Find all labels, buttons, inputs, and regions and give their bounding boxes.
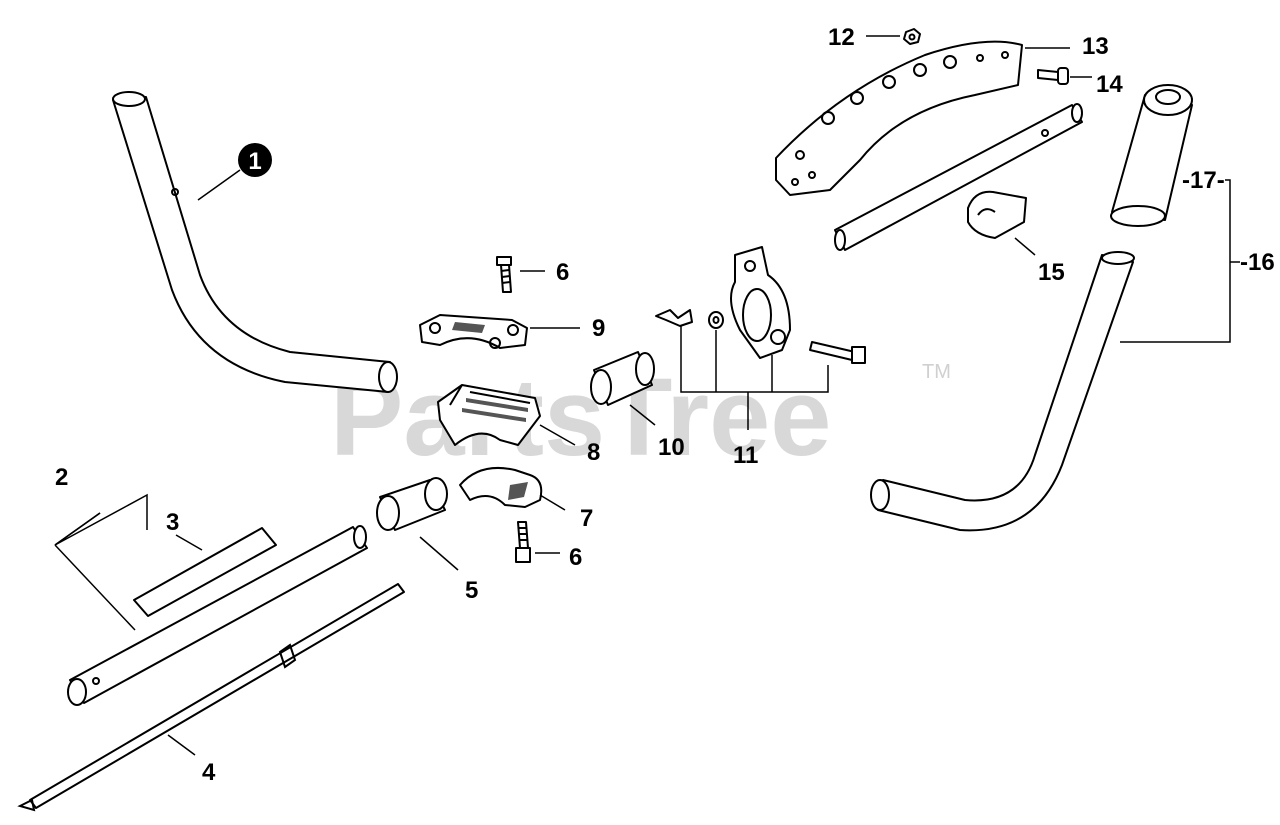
callout-1-circle — [238, 143, 272, 177]
callout-9: 9 — [592, 315, 605, 342]
part-washer[interactable] — [708, 311, 724, 329]
part-crossbar-tube[interactable] — [834, 103, 1083, 251]
part-handle-bolt[interactable] — [809, 341, 866, 364]
part-drive-shaft[interactable] — [17, 583, 405, 812]
callout-14: 14 — [1096, 71, 1123, 98]
part-clamp-cap[interactable] — [419, 314, 528, 349]
callout-16: -16 — [1240, 249, 1275, 276]
part-screw[interactable] — [1037, 67, 1069, 85]
callout-11: 11 — [733, 442, 758, 469]
part-bolt-lower[interactable] — [515, 521, 531, 563]
callout-7: 7 — [580, 505, 593, 532]
part-lower-clamp[interactable] — [459, 466, 543, 508]
part-clip[interactable] — [967, 190, 1027, 239]
part-label-decal[interactable] — [133, 527, 277, 617]
callout-4: 4 — [202, 759, 216, 786]
callout-labels: 1 2 3 4 5 6 6 7 8 9 10 11 12 13 14 15 -1… — [55, 24, 1275, 786]
part-shaft-tube[interactable] — [67, 525, 368, 706]
part-left-handle-tube[interactable] — [112, 91, 398, 393]
part-support-plate[interactable] — [775, 40, 1023, 196]
callout-13: 13 — [1082, 33, 1109, 60]
callout-8: 8 — [587, 439, 600, 466]
callout-6-upper: 6 — [556, 259, 569, 286]
callout-10: 10 — [658, 434, 685, 461]
part-nut[interactable] — [903, 28, 921, 45]
watermark-tm: TM — [922, 361, 951, 383]
part-right-handle-tube[interactable] — [870, 251, 1135, 532]
part-handle-grip[interactable] — [1110, 84, 1193, 227]
callout-15: 15 — [1038, 259, 1065, 286]
part-clamp-housing[interactable] — [437, 384, 541, 446]
callout-12: 12 — [828, 24, 855, 51]
part-wing-nut[interactable] — [655, 309, 693, 327]
callout-6-lower: 6 — [569, 544, 582, 571]
part-bushing[interactable] — [590, 351, 655, 406]
callout-1: 1 — [248, 148, 261, 175]
part-bolt-upper[interactable] — [496, 256, 512, 293]
callout-17: -17- — [1182, 167, 1225, 194]
part-sleeve[interactable] — [376, 477, 448, 531]
callout-5: 5 — [465, 577, 478, 604]
callout-2: 2 — [55, 464, 68, 491]
part-handle-bracket[interactable] — [730, 246, 791, 359]
callout-3: 3 — [166, 509, 179, 536]
leader-lines — [54, 35, 1240, 756]
